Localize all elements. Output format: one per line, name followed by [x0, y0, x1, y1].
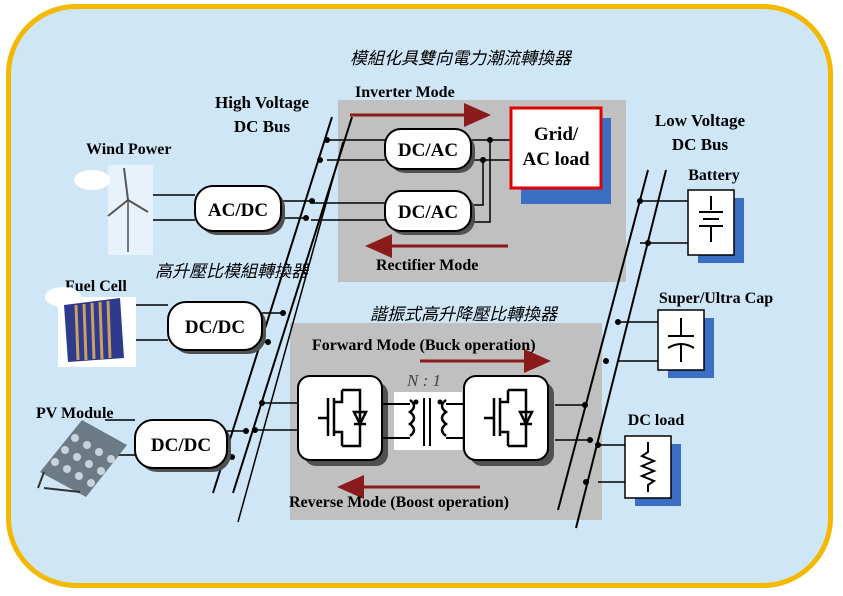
pv-module-image — [37, 420, 127, 497]
turns-ratio-label: N : 1 — [406, 371, 441, 390]
pv-label: PV Module — [36, 405, 113, 422]
fuel-cell-image — [45, 287, 136, 367]
dcdc-pv-label: DC/DC — [151, 435, 211, 456]
supercap-symbol — [657, 309, 714, 378]
dcdc-fuel-label: DC/DC — [185, 317, 245, 338]
dcdc-converter-fuel: DC/DC — [167, 301, 266, 354]
transformer — [382, 392, 464, 450]
lv-bus-label-2: DC Bus — [672, 135, 729, 154]
acdc-label: AC/DC — [208, 200, 268, 221]
secondary-switch-module — [463, 375, 554, 466]
grid-ac-load: Grid/ AC load — [509, 106, 611, 204]
wind-turbine-image — [74, 165, 153, 255]
wind-label: Wind Power — [86, 141, 171, 158]
hv-bus-label-2: DC Bus — [234, 117, 291, 136]
rectifier-mode-label: Rectifier Mode — [376, 257, 478, 274]
title-bidirectional: 模組化具雙向電力潮流轉換器 — [350, 49, 573, 69]
forward-mode-label: Forward Mode (Buck operation) — [312, 337, 536, 354]
dcac-lower-label: DC/AC — [398, 202, 458, 223]
lv-dc-bus — [557, 169, 667, 529]
primary-switch-module — [297, 375, 388, 466]
battery-label: Battery — [688, 167, 740, 184]
fuel-cell-label: Fuel Cell — [65, 278, 127, 295]
title-resonant: 諧振式高升降壓比轉換器 — [370, 305, 559, 325]
title-high-step-up: 高升壓比模組轉換器 — [155, 262, 310, 282]
acdc-converter: AC/DC — [194, 185, 285, 235]
supercap-label: Super/Ultra Cap — [659, 290, 773, 307]
dcac-converter-upper: DC/AC — [384, 128, 475, 173]
grid-label-2: AC load — [522, 149, 589, 170]
dc-load-label: DC load — [628, 412, 685, 429]
dcdc-converter-pv: DC/DC — [134, 419, 231, 472]
inverter-mode-label: Inverter Mode — [355, 84, 455, 101]
dcac-converter-lower: DC/AC — [384, 190, 475, 235]
grid-label-1: Grid/ — [534, 124, 579, 145]
dc-load-symbol — [624, 435, 681, 506]
dcac-upper-label: DC/AC — [398, 140, 458, 161]
lv-bus-label-1: Low Voltage — [655, 111, 746, 130]
hv-bus-label-1: High Voltage — [215, 93, 309, 112]
reverse-mode-label: Reverse Mode (Boost operation) — [289, 494, 509, 511]
battery-symbol — [687, 189, 744, 263]
